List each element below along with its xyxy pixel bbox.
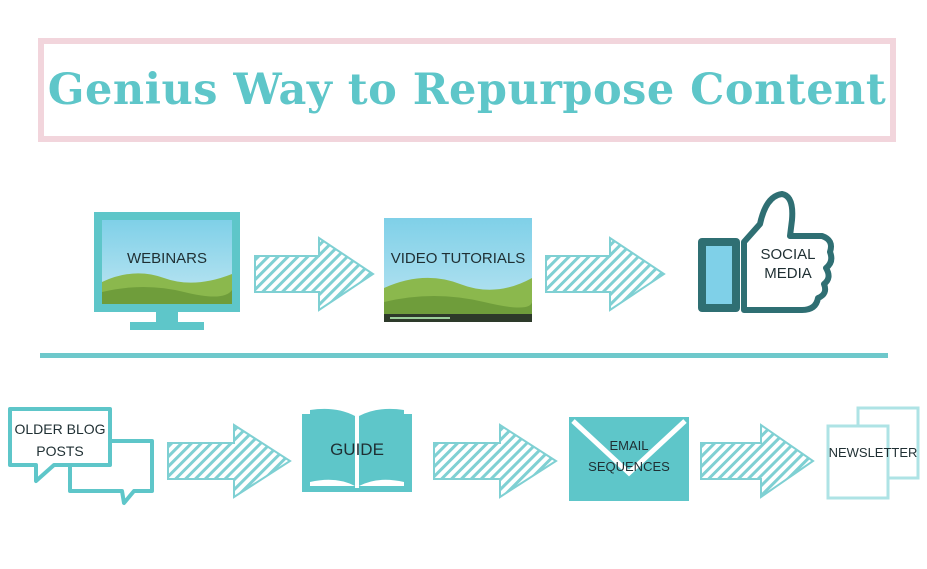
title-banner: Genius Way to Repurpose Content	[38, 38, 896, 142]
email-label-2: SEQUENCES	[588, 459, 670, 474]
email-label-1: EMAIL	[609, 438, 649, 453]
arrow-5	[700, 423, 815, 502]
page-title: Genius Way to Repurpose Content	[47, 65, 887, 115]
video-tutorials-label: VIDEO TUTORIALS	[390, 250, 526, 267]
older-blog-label-1: OLDER BLOG	[14, 421, 106, 437]
arrow-2	[545, 236, 666, 315]
arrow-4	[433, 423, 558, 502]
hatched-arrow-icon	[545, 236, 666, 312]
hatched-arrow-icon	[700, 423, 815, 499]
hatched-arrow-icon	[433, 423, 558, 499]
guide-label: GUIDE	[330, 440, 384, 459]
newsletter-label: NEWSLETTER	[828, 445, 918, 460]
older-blog-posts-node: OLDER BLOG POSTS	[6, 405, 156, 505]
arrow-1	[254, 236, 375, 315]
hatched-arrow-icon	[167, 423, 292, 499]
papers-icon	[826, 406, 920, 500]
social-media-label-2: MEDIA	[764, 265, 812, 282]
monitor-icon	[94, 212, 240, 330]
newsletter-node: NEWSLETTER	[824, 406, 922, 502]
hatched-arrow-icon	[254, 236, 375, 312]
social-media-label-1: SOCIAL	[760, 246, 816, 263]
guide-node: GUIDE	[302, 406, 412, 498]
email-sequences-node: EMAIL SEQUENCES	[569, 417, 689, 501]
video-tutorials-node: VIDEO TUTORIALS	[384, 218, 533, 322]
webinars-node: WEBINARS	[94, 212, 240, 332]
envelope-icon	[569, 417, 689, 501]
video-frame-icon	[384, 218, 533, 322]
speech-bubbles-icon	[8, 407, 154, 505]
section-divider	[40, 353, 888, 358]
older-blog-label-2: POSTS	[36, 443, 84, 459]
open-book-icon	[302, 408, 412, 492]
webinars-label: WEBINARS	[126, 250, 207, 267]
thumbs-up-icon	[698, 191, 835, 313]
arrow-3	[167, 423, 292, 502]
social-media-node: SOCIAL MEDIA	[694, 190, 835, 315]
